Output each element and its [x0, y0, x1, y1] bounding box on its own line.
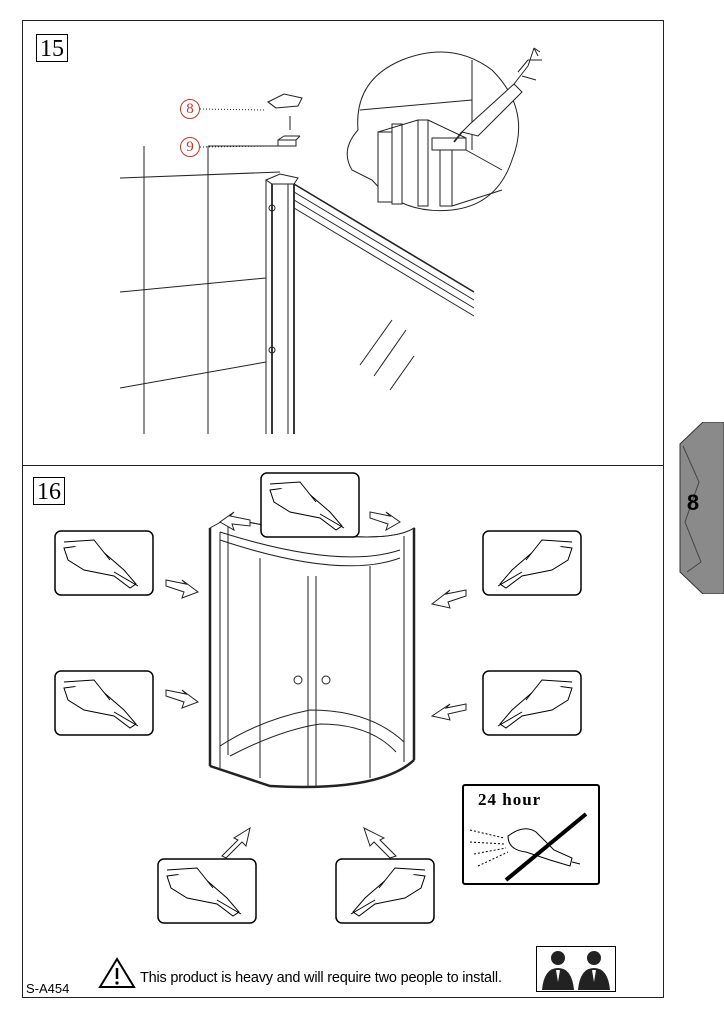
- seal-card-right-upper: [482, 530, 582, 596]
- section-divider: [22, 465, 664, 466]
- no-shower-icon: [469, 812, 588, 882]
- step-number-15: 15: [36, 34, 68, 62]
- step15-illustration: [119, 47, 542, 434]
- seal-card-left-lower: [54, 670, 154, 736]
- seal-card-bottom-left: [157, 858, 257, 924]
- step-number-16: 16: [33, 477, 65, 505]
- no-shower-24-hour-box: 24 hour: [462, 784, 600, 885]
- no-shower-label: 24 hour: [478, 790, 542, 809]
- seal-card-top: [260, 472, 360, 538]
- seal-card-bottom-right: [335, 858, 435, 924]
- seal-card-left-upper: [54, 530, 154, 596]
- direction-arrows: [165, 511, 467, 859]
- part-callout-9: 9: [180, 137, 200, 157]
- document-code: S-A454: [26, 981, 70, 996]
- shower-enclosure-illustration: [208, 517, 416, 789]
- part-callout-8: 8: [180, 99, 200, 119]
- page-frame: [22, 20, 664, 998]
- seal-card-right-lower: [482, 670, 582, 736]
- section-tab-number: 8: [686, 490, 700, 515]
- section-tab: [679, 422, 724, 594]
- safety-warning-text: This product is heavy and will require t…: [140, 970, 502, 986]
- warning-triangle-icon: [98, 957, 136, 988]
- two-people-icon: [536, 946, 616, 992]
